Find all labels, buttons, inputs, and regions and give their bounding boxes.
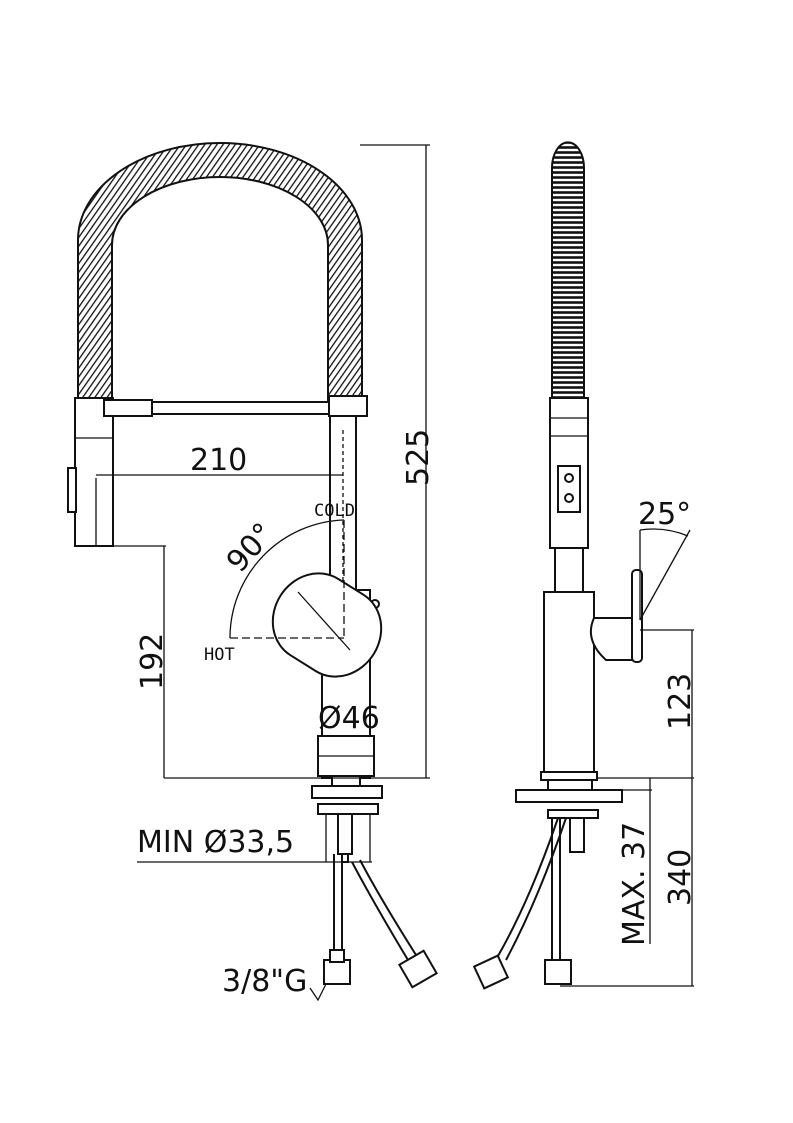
dimension-123: 123: [663, 673, 698, 730]
front-mount-plate-2: [317, 803, 379, 815]
angle-25: 25°: [638, 497, 691, 532]
dimension-min-hole: MIN Ø33,5: [137, 825, 294, 860]
side-spring-coil: [551, 141, 585, 401]
front-mount-plate-1: [311, 785, 383, 799]
side-main-body: [543, 591, 595, 773]
dimension-diameter-46: Ø46: [318, 701, 380, 736]
side-view: 25° 123 MAX. 37 340: [472, 141, 698, 990]
dimension-192: 192: [135, 633, 170, 690]
side-hose-right: [551, 818, 561, 960]
side-fitting-right: [544, 959, 572, 985]
side-mount-plate: [515, 789, 623, 803]
dimension-340: 340: [663, 849, 698, 906]
dimension-525: 525: [401, 429, 436, 486]
front-spray-head: [74, 397, 114, 547]
front-hose-left: [333, 854, 343, 962]
dimension-210: 210: [190, 443, 247, 478]
front-view: 525 210 192 90° COLD HOT Ø46 MIN Ø33,5 3…: [67, 142, 438, 1002]
side-fitting-left: [472, 954, 510, 990]
front-hose-right: [351, 859, 417, 961]
front-fitting-right: [398, 949, 438, 989]
side-hose-left: [497, 817, 567, 961]
dimension-max-37: MAX. 37: [617, 822, 652, 946]
front-spring-coil: [77, 142, 363, 401]
label-hot: HOT: [204, 645, 235, 665]
front-fitting-left: [323, 959, 351, 985]
angle-90: 90°: [220, 516, 282, 579]
side-spray-buttons: [557, 465, 581, 513]
side-riser-pipe: [554, 547, 584, 593]
label-cold: COLD: [314, 501, 355, 521]
label-connection-size: 3/8"G: [222, 964, 307, 999]
